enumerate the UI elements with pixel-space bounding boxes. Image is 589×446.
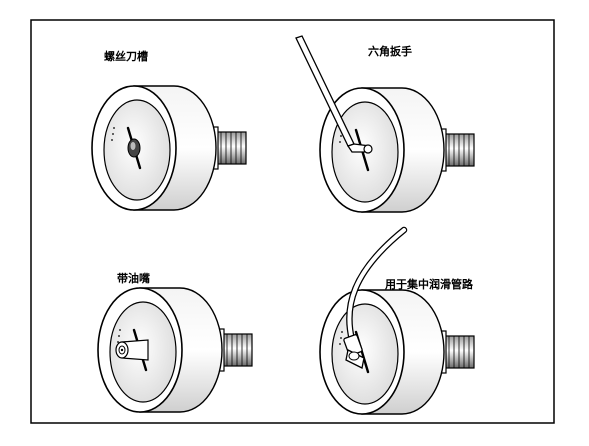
label-hex-wrench: 六角扳手 <box>368 45 412 58</box>
label-grease-nipple: 带油嘴 <box>117 272 150 285</box>
label-screwdriver-slot: 螺丝刀槽 <box>104 50 148 63</box>
follower-hex-wrench <box>295 35 475 213</box>
follower-screwdriver-slot <box>91 85 247 211</box>
follower-lubrication-line <box>319 226 475 415</box>
follower-grease-nipple <box>97 287 253 413</box>
label-lubrication-line: 用于集中润滑管路 <box>385 278 473 291</box>
diagram-border <box>30 19 555 424</box>
